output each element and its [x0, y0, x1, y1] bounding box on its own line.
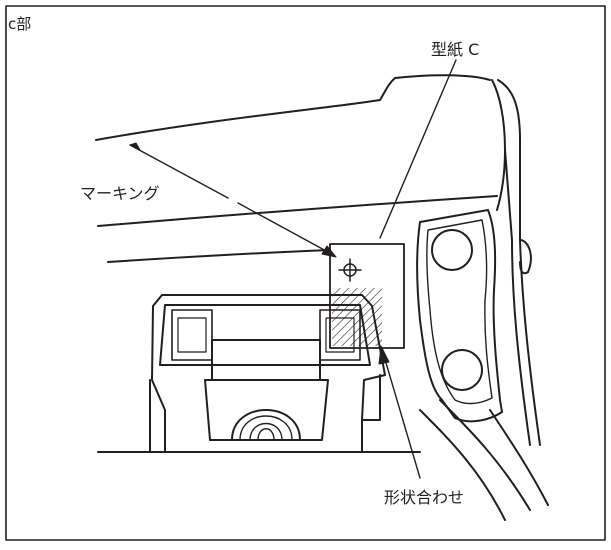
corner-label: c部 [8, 15, 32, 33]
body-middle-edge [97, 195, 498, 227]
marking-arrowhead [321, 245, 337, 258]
housing-top-face [159, 304, 371, 366]
lower-diagonal-3 [489, 409, 549, 506]
upper-bolt-hole [431, 229, 473, 271]
body-top-edge [95, 74, 491, 141]
frame-border [5, 5, 606, 541]
lower-housing [151, 294, 386, 453]
pattern-paper-leader [379, 59, 457, 239]
body-lower-edge [107, 249, 331, 263]
alignment-arrow-line [383, 355, 421, 479]
marking-label: マーキング [80, 184, 160, 203]
body-corner-edge [491, 79, 506, 211]
shape-alignment-label: 形状合わせ [384, 488, 465, 507]
right-column-outer [497, 79, 541, 446]
center-plate [211, 339, 321, 381]
pattern-paper-label: 型紙 C [431, 40, 480, 59]
feed-block [204, 379, 329, 441]
right-column-inner [504, 149, 531, 446]
alignment-arrowhead [378, 345, 390, 365]
marking-arrow-line [237, 202, 329, 253]
lower-diagonal-1 [419, 409, 506, 521]
marking-needle [129, 144, 229, 199]
feed-dial [231, 409, 301, 441]
lower-bolt-hole [441, 349, 483, 391]
lower-diagonal-2 [439, 399, 531, 511]
side-panel [416, 209, 503, 423]
side-knob [519, 239, 532, 275]
side-panel-inner [426, 219, 493, 405]
